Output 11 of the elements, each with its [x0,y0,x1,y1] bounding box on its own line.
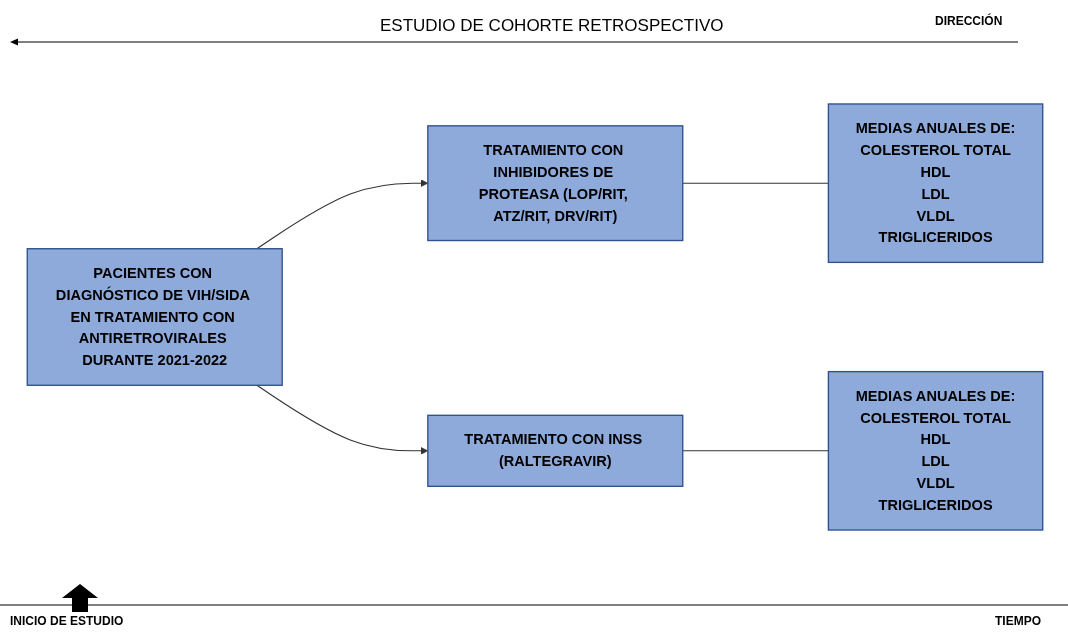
direction-label: DIRECCIÓN [935,14,1003,28]
node-box: TRATAMIENTO CON INSS (RALTEGRAVIR) [427,414,684,487]
node-box: MEDIAS ANUALES DE: COLESTEROL TOTAL HDL LDL VLDL TRIGLICERIDOS [827,103,1044,264]
connector [682,182,829,184]
axis-label: INICIO DE ESTUDIO [10,614,124,628]
axis-label: TIEMPO [995,614,1041,628]
node-box: TRATAMIENTO CON INHIBIDORES DE PROTEASA (LOP/RIT, ATZ/RIT, DRV/RIT) [427,125,684,242]
node-box: MEDIAS ANUALES DE: COLESTEROL TOTAL HDL LDL VLDL TRIGLICERIDOS [827,370,1044,531]
connector [682,450,829,452]
diagram-title: ESTUDIO DE COHORTE RETROSPECTIVO [380,16,724,36]
node-box: PACIENTES CON DIAGNÓSTICO DE VIH/SIDA EN TRATAMIENTO CON ANTIRETROVIRALES DURANTE 2021-2022 [26,248,283,386]
